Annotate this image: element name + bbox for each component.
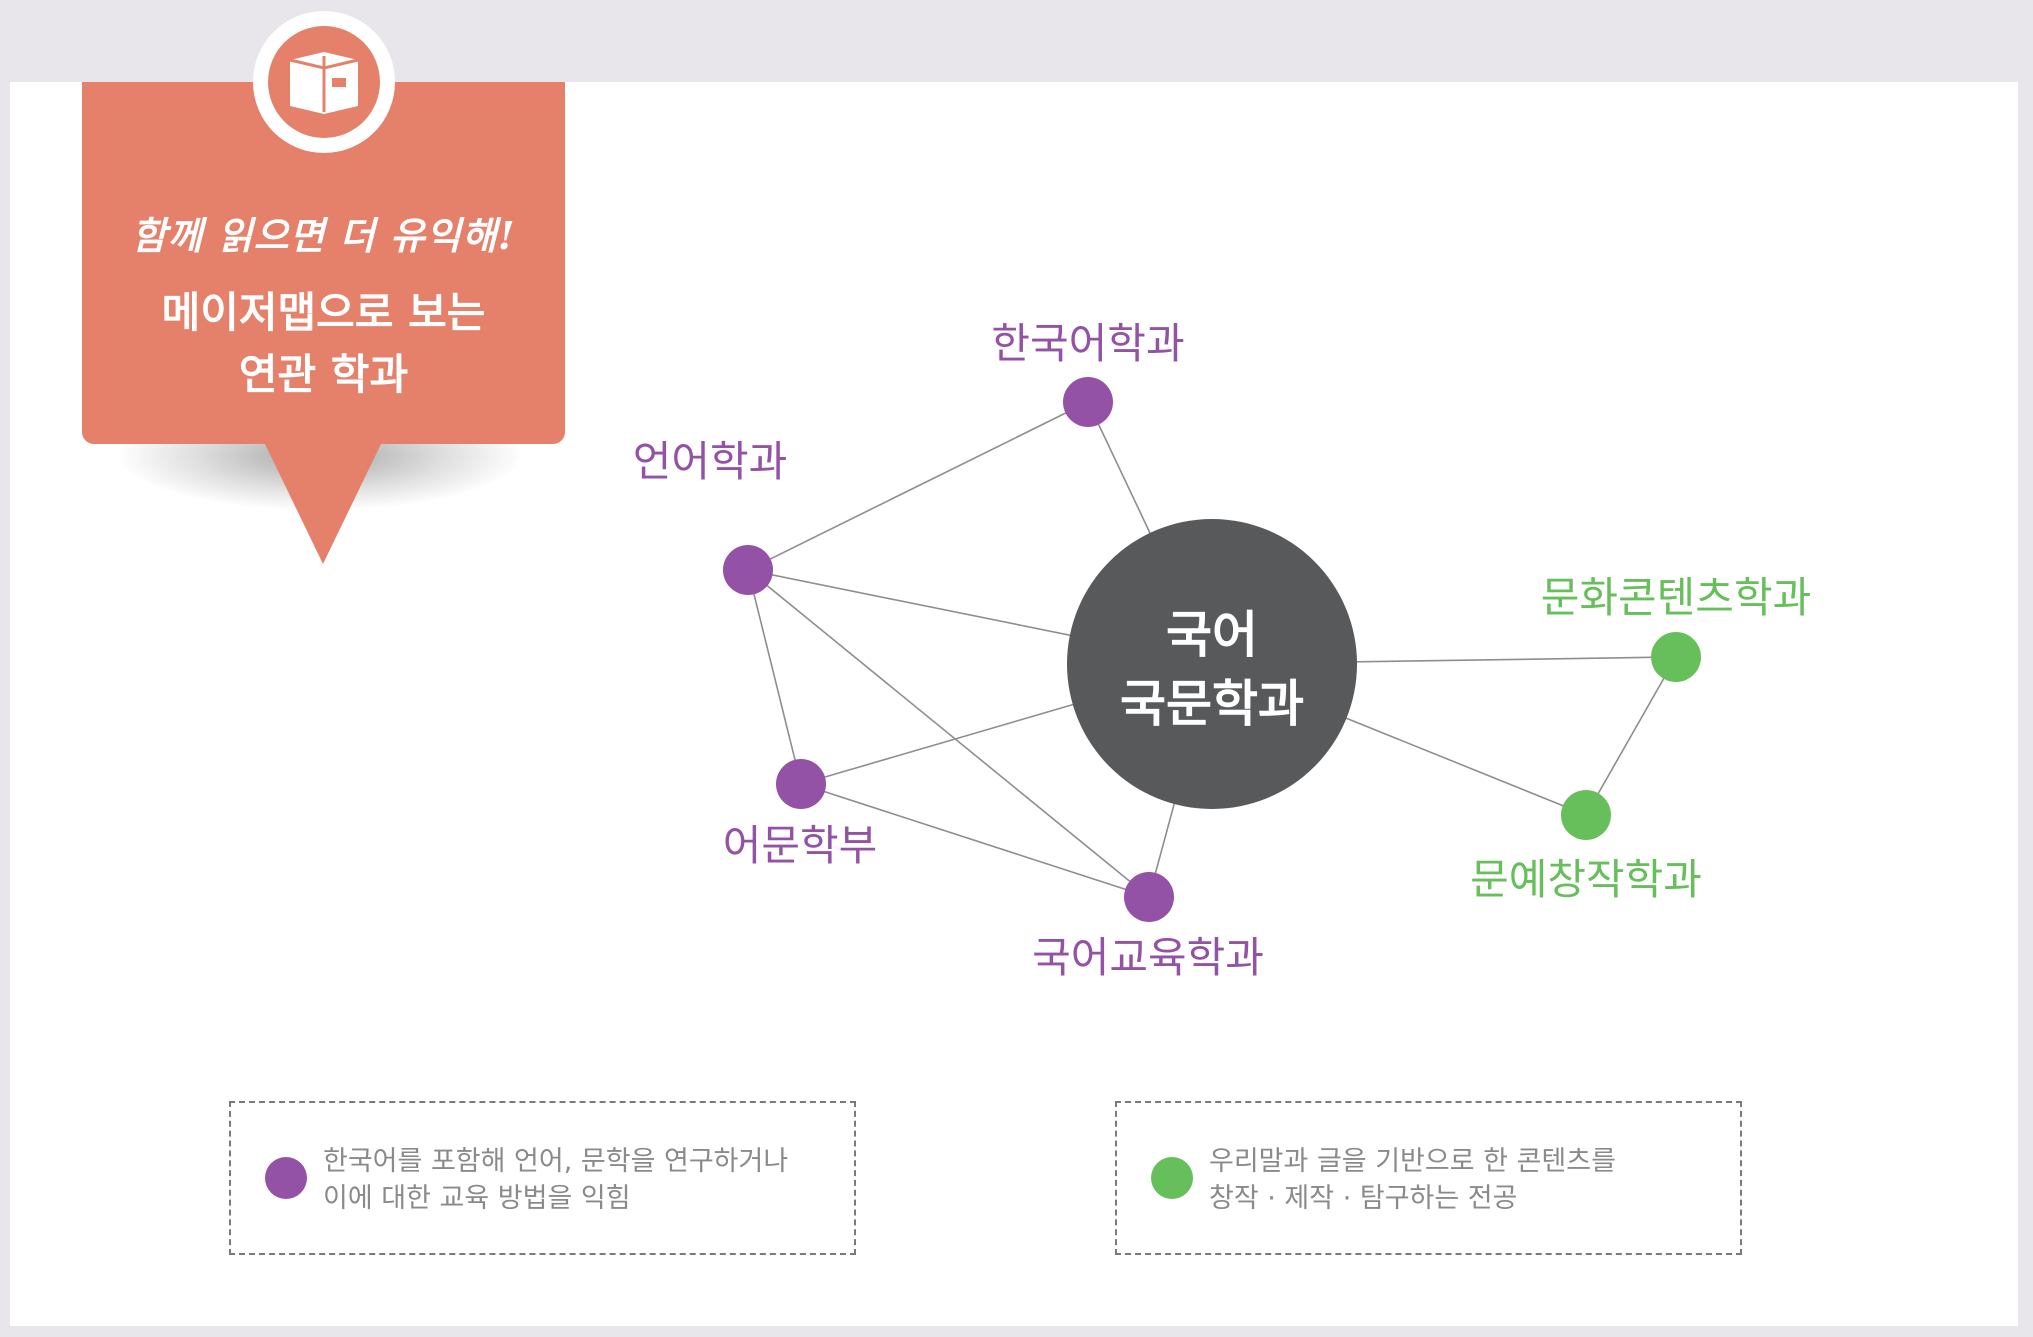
node-dot-munhwa [1651, 632, 1701, 682]
callout-pointer [265, 444, 381, 564]
legend-text-green: 우리말과 글을 기반으로 한 콘텐츠를 창작 · 제작 · 탐구하는 전공 [1209, 1143, 1616, 1217]
node-label-hangugeo: 한국어학과 [991, 319, 1184, 368]
edge-munhwa-munye [1585, 656, 1677, 816]
center-node: 국어 국문학과 [1067, 519, 1357, 809]
legend-box-green: 우리말과 글을 기반으로 한 콘텐츠를 창작 · 제작 · 탐구하는 전공 [1115, 1101, 1742, 1255]
legend-green-line2: 창작 · 제작 · 탐구하는 전공 [1209, 1183, 1518, 1214]
edge-eoneo-eomun [747, 569, 802, 785]
legend-purple-line1: 한국어를 포함해 언어, 문학을 연구하거나 [323, 1146, 789, 1177]
callout-title: 메이저맵으로 보는 연관 학과 [82, 282, 565, 406]
node-dot-eoneo [723, 545, 773, 595]
legend-dot-purple [265, 1157, 307, 1199]
node-label-munye: 문예창작학과 [1470, 855, 1702, 904]
node-dot-hangugeo [1063, 377, 1113, 427]
edge-eomun-gugeo-edu [800, 783, 1150, 898]
node-label-gugeo-edu: 국어교육학과 [1032, 933, 1264, 982]
book-icon [268, 26, 380, 138]
legend-green-line1: 우리말과 글을 기반으로 한 콘텐츠를 [1209, 1146, 1616, 1177]
callout-title-line2: 연관 학과 [238, 350, 409, 399]
callout-tagline: 함께 읽으면 더 유익해! [131, 213, 516, 258]
legend-box-purple: 한국어를 포함해 언어, 문학을 연구하거나 이에 대한 교육 방법을 익힘 [229, 1101, 856, 1255]
legend-purple-line2: 이에 대한 교육 방법을 익힘 [323, 1183, 631, 1214]
edge-hangugeo-eoneo [747, 401, 1089, 571]
node-label-eomun: 어문학부 [723, 821, 878, 870]
node-dot-eomun [776, 759, 826, 809]
center-circle [1067, 519, 1357, 809]
legend-dot-green [1151, 1157, 1193, 1199]
callout-title-line1: 메이저맵으로 보는 [161, 288, 486, 337]
book-badge [253, 11, 395, 153]
node-dot-munye [1561, 790, 1611, 840]
center-label-line2: 국문학과 [1120, 675, 1304, 733]
legend-text-purple: 한국어를 포함해 언어, 문학을 연구하거나 이에 대한 교육 방법을 익힘 [323, 1143, 788, 1217]
node-dot-gugeo-edu [1124, 872, 1174, 922]
node-label-eoneo: 언어학과 [633, 437, 788, 486]
edge-eoneo-gugeo-edu [747, 569, 1150, 898]
node-label-munhwa: 문화콘텐츠학과 [1541, 573, 1811, 622]
center-label-line1: 국어 [1166, 606, 1258, 664]
